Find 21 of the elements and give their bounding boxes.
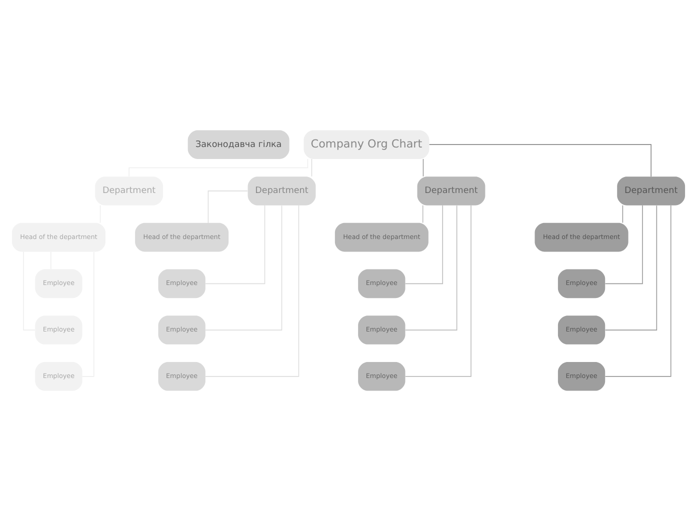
connector — [428, 144, 652, 176]
connector — [404, 204, 472, 376]
connector — [128, 158, 308, 176]
connector — [205, 204, 282, 330]
connector — [422, 204, 424, 223]
node-box: Company Org Chart — [304, 130, 430, 158]
connector — [208, 190, 248, 223]
connector — [604, 204, 643, 284]
connector — [622, 204, 624, 223]
connector — [405, 204, 444, 284]
node-box: Законодавча гілка — [188, 130, 290, 158]
connector — [205, 204, 300, 376]
connector — [405, 204, 458, 330]
connector — [422, 158, 424, 176]
connector — [604, 204, 672, 376]
node-box: Department — [617, 176, 686, 205]
node-box: Department — [248, 176, 316, 205]
connector — [311, 158, 312, 176]
connector — [205, 204, 266, 284]
node-box: Department — [417, 176, 486, 205]
connector — [604, 204, 658, 330]
